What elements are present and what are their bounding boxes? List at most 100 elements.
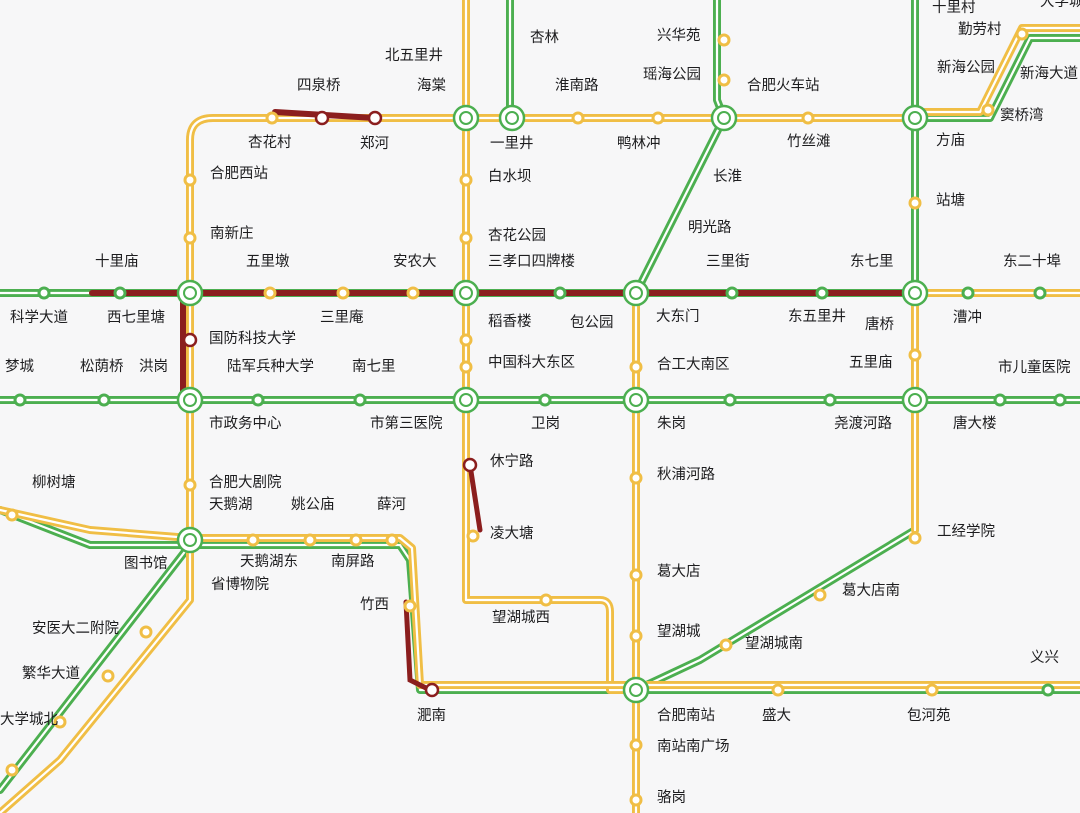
station-label[interactable]: 西七里塘 <box>107 309 165 326</box>
station-dot[interactable] <box>349 533 363 547</box>
station-label[interactable]: 方庙 <box>936 132 965 149</box>
station-dot[interactable] <box>367 110 383 126</box>
station-label[interactable]: 唐大楼 <box>953 415 997 432</box>
station-label[interactable]: 淝南 <box>417 707 446 724</box>
station-label[interactable]: 安医大二附院 <box>32 620 119 637</box>
station-label[interactable]: 东二十埠 <box>1003 252 1061 270</box>
station-label[interactable]: 竹西 <box>360 596 389 613</box>
station-dot[interactable] <box>1015 27 1029 41</box>
transfer-icon-tangdalou[interactable] <box>901 386 929 414</box>
station-dot[interactable] <box>1033 286 1047 300</box>
station-label[interactable]: 明光路 <box>688 219 732 236</box>
station-label[interactable]: 白水坝 <box>488 168 532 185</box>
station-label[interactable]: 大东门 <box>656 308 700 325</box>
station-label[interactable]: 鸭林冲 <box>617 135 661 152</box>
station-dot[interactable] <box>1041 683 1055 697</box>
station-label[interactable]: 姚公庙 <box>291 496 335 513</box>
station-label[interactable]: 东五里井 <box>788 308 846 325</box>
station-label[interactable]: 兴华苑 <box>657 27 701 44</box>
station-label[interactable]: 窦桥湾 <box>1000 107 1044 124</box>
transfer-icon-yilijing[interactable] <box>498 104 526 132</box>
station-label[interactable]: 薛河 <box>377 496 406 513</box>
station-label[interactable]: 海棠 <box>417 77 446 94</box>
station-label[interactable]: 骆岗 <box>657 789 686 806</box>
station-label[interactable]: 勤劳村 <box>958 21 1002 38</box>
station-dot[interactable] <box>246 533 260 547</box>
transfer-icon-library[interactable] <box>176 526 204 554</box>
station-label[interactable]: 市第三医院 <box>370 414 443 432</box>
station-label[interactable]: 洪岗 <box>139 358 168 375</box>
station-label[interactable]: 望湖城南 <box>745 635 803 652</box>
transfer-icon-hefei-railway[interactable] <box>710 104 738 132</box>
station-label[interactable]: 合肥大剧院 <box>209 474 282 491</box>
station-label[interactable]: 南屏路 <box>331 553 375 570</box>
station-label[interactable]: 站塘 <box>936 192 965 209</box>
station-dot[interactable] <box>403 599 417 613</box>
station-dot[interactable] <box>539 593 553 607</box>
station-label[interactable]: 唐桥 <box>865 316 894 333</box>
station-dot[interactable] <box>182 332 198 348</box>
station-label[interactable]: 卫岗 <box>531 415 560 432</box>
station-label[interactable]: 三里街 <box>706 253 750 270</box>
station-label[interactable]: 大学城 <box>1040 0 1080 10</box>
station-label[interactable]: 国防科技大学 <box>209 330 296 347</box>
station-dot[interactable] <box>993 393 1007 407</box>
station-label[interactable]: 郑河 <box>360 135 389 152</box>
transfer-icon-sanxiaokou[interactable] <box>452 279 480 307</box>
station-dot[interactable] <box>717 73 731 87</box>
station-dot[interactable] <box>53 715 67 729</box>
station-label[interactable]: 望湖城 <box>657 623 701 640</box>
station-label[interactable]: 葛大店南 <box>842 582 900 599</box>
station-dot[interactable] <box>459 231 473 245</box>
station-label[interactable]: 凌大塘 <box>490 525 534 542</box>
station-dot[interactable] <box>113 286 127 300</box>
station-dot[interactable] <box>629 793 643 807</box>
station-dot[interactable] <box>629 568 643 582</box>
station-label[interactable]: 杏林 <box>530 29 559 46</box>
transfer-icon-hefei-south[interactable] <box>622 676 650 704</box>
station-label[interactable]: 科学大道 <box>10 309 68 326</box>
station-dot[interactable] <box>5 763 19 777</box>
station-dot[interactable] <box>459 173 473 187</box>
station-dot[interactable] <box>183 478 197 492</box>
station-dot[interactable] <box>725 286 739 300</box>
station-label[interactable]: 义兴 <box>1030 649 1059 666</box>
transfer-icon-dongqili[interactable] <box>901 279 929 307</box>
station-label[interactable]: 中国科大东区 <box>488 354 575 371</box>
station-label[interactable]: 四泉桥 <box>297 77 341 94</box>
station-dot[interactable] <box>571 111 585 125</box>
transfer-icon-dadongmen[interactable] <box>622 279 650 307</box>
station-dot[interactable] <box>336 286 350 300</box>
station-label[interactable]: 葛大店 <box>657 563 701 580</box>
station-label[interactable]: 五里庙 <box>849 354 893 371</box>
station-label[interactable]: 天鹅湖 <box>209 496 253 513</box>
station-dot[interactable] <box>263 286 277 300</box>
station-label[interactable]: 竹丝滩 <box>787 133 831 150</box>
station-label[interactable]: 合工大南区 <box>657 356 730 373</box>
station-label[interactable]: 新海公园 <box>937 59 995 76</box>
station-label[interactable]: 市政务中心 <box>209 415 282 432</box>
station-dot[interactable] <box>424 682 440 698</box>
station-label[interactable]: 包河苑 <box>907 707 951 724</box>
station-dot[interactable] <box>801 111 815 125</box>
station-dot[interactable] <box>183 173 197 187</box>
station-label[interactable]: 瑶海公园 <box>643 66 701 83</box>
station-dot[interactable] <box>251 393 265 407</box>
transfer-icon-third-hospital[interactable] <box>452 386 480 414</box>
station-dot[interactable] <box>37 286 51 300</box>
station-dot[interactable] <box>538 393 552 407</box>
station-label[interactable]: 市儿童医院 <box>998 358 1071 376</box>
station-dot[interactable] <box>723 393 737 407</box>
transfer-icon-xiqilitang[interactable] <box>176 279 204 307</box>
station-dot[interactable] <box>908 531 922 545</box>
station-label[interactable]: 南七里 <box>352 358 396 375</box>
station-label[interactable]: 一里井 <box>490 135 534 152</box>
station-label[interactable]: 合肥南站 <box>657 707 715 724</box>
station-dot[interactable] <box>265 111 279 125</box>
station-dot[interactable] <box>719 638 733 652</box>
transfer-icon-zhugang[interactable] <box>622 386 650 414</box>
station-dot[interactable] <box>5 508 19 522</box>
station-label[interactable]: 三孝口四牌楼 <box>488 253 575 270</box>
station-dot[interactable] <box>629 360 643 374</box>
station-label[interactable]: 望湖城西 <box>492 609 550 626</box>
